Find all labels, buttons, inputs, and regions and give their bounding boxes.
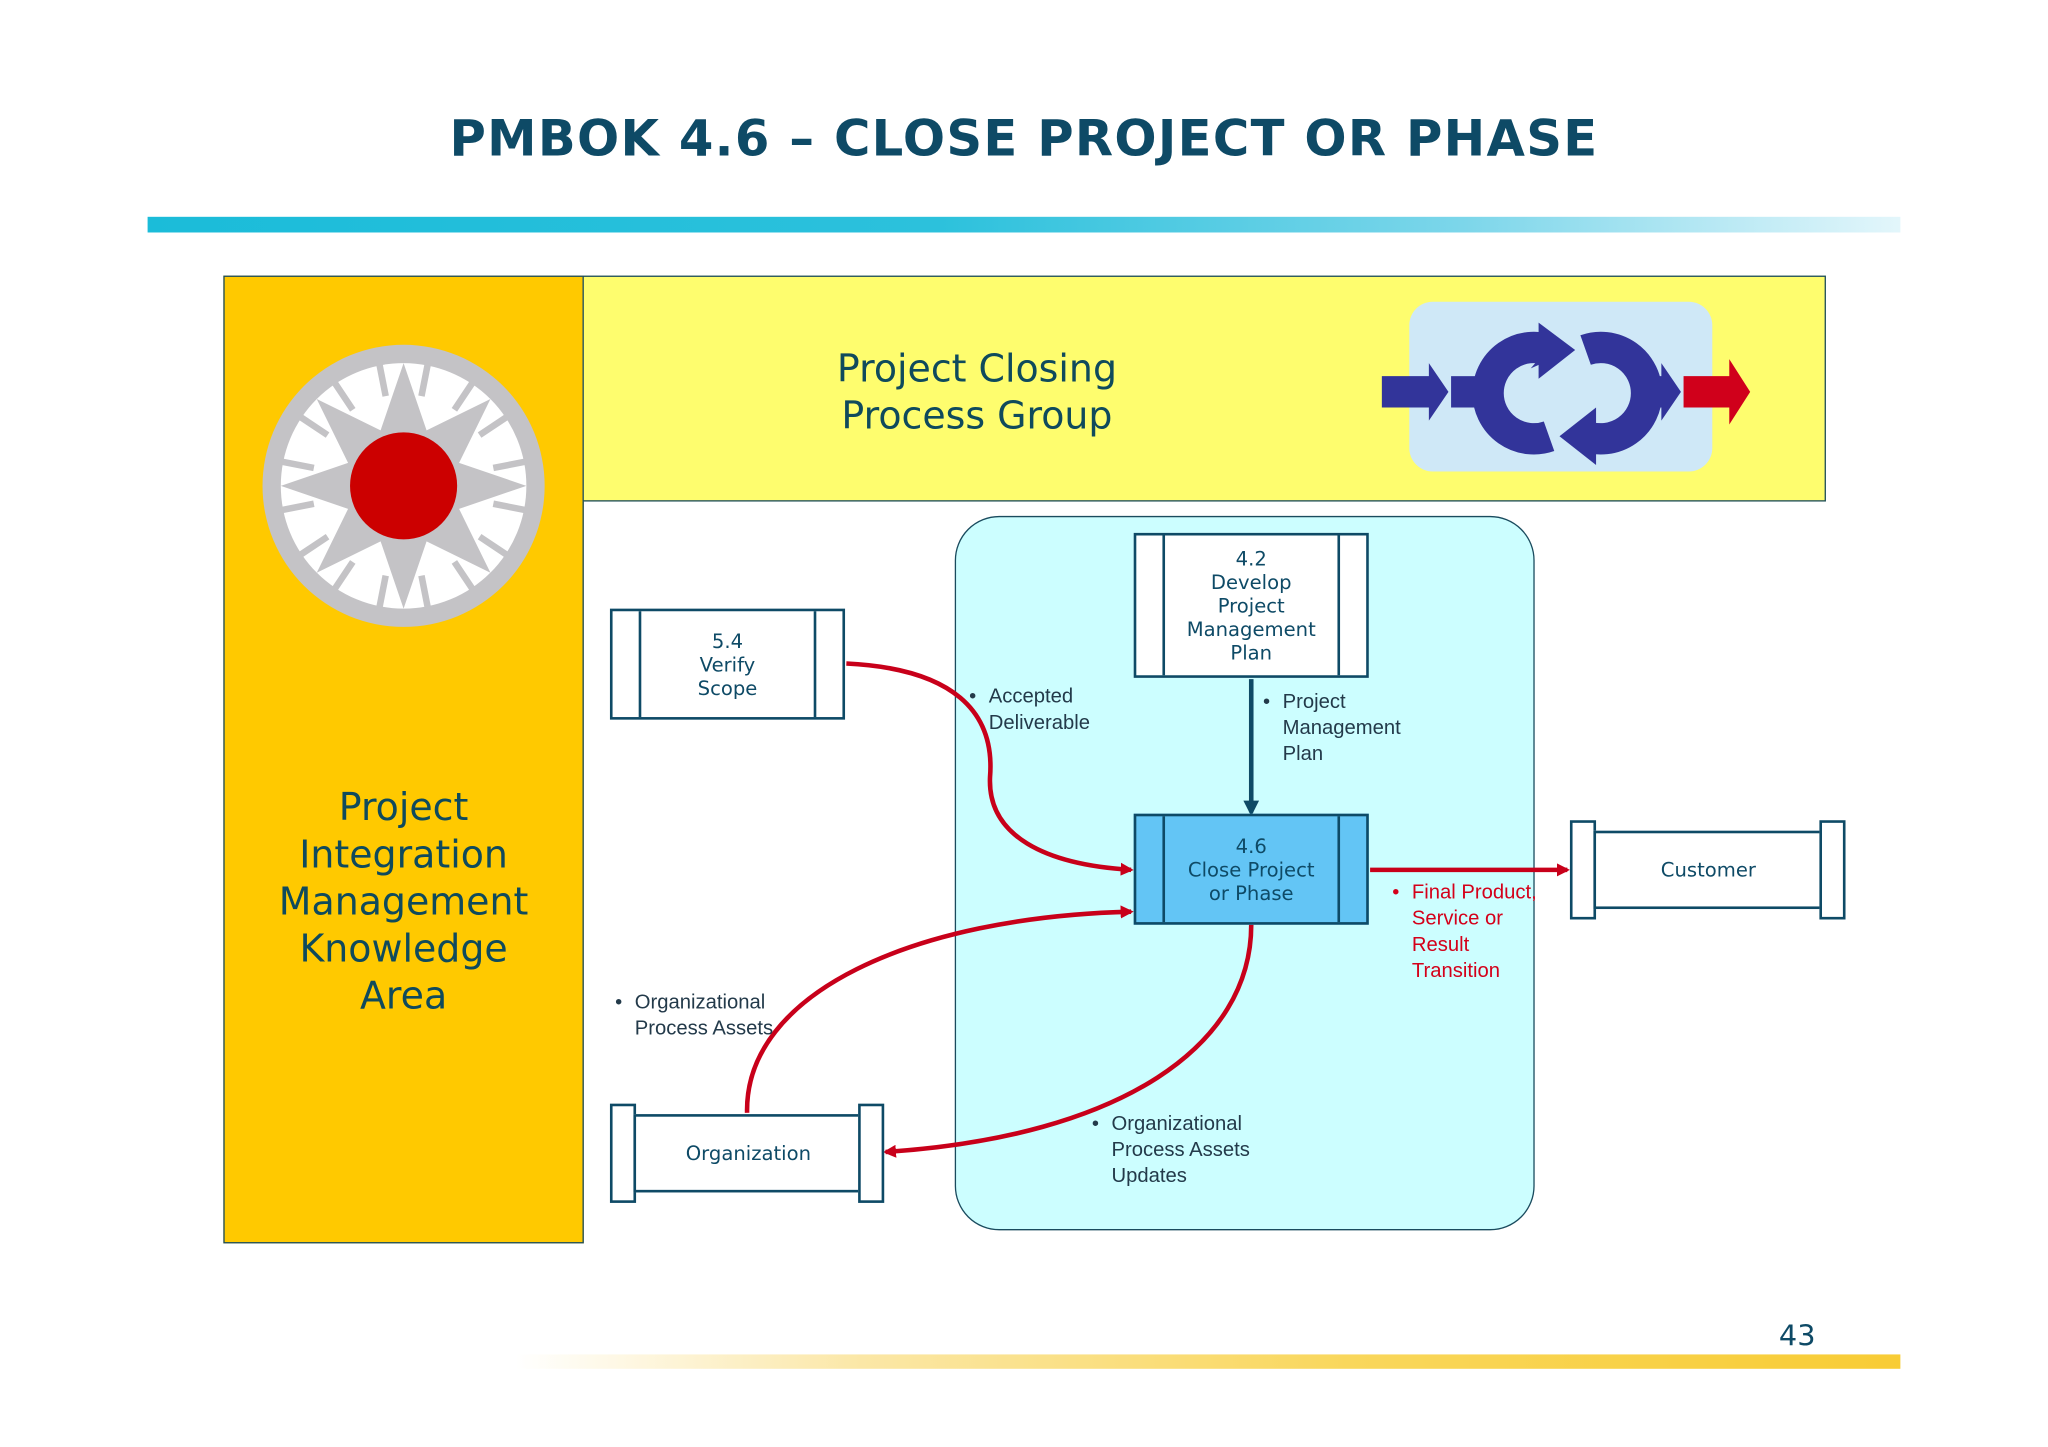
note-accepted-deliverable: •Accepted Deliverable [969,685,1091,735]
title-underline [147,216,1901,233]
organization-label: Organization [633,1114,864,1193]
process-close-project[interactable]: 4.6 Close Project or Phase [1133,813,1369,925]
knowledge-area-panel [223,275,584,1244]
footer-bar [515,1354,1901,1369]
closing-cycle-icon-background [1409,301,1713,472]
process-close-project-label: 4.6 Close Project or Phase [1187,833,1315,905]
external-customer[interactable]: Customer [1569,820,1846,920]
note-final-product: •Final Product, Service or Result Transi… [1392,881,1537,983]
note-opa-updates: •Organizational Process Assets Updates [1091,1112,1250,1188]
process-group-label: Project Closing Process Group [836,346,1118,438]
process-verify-scope-label: 5.4 Verify Scope [697,628,758,700]
process-develop-pmp[interactable]: 4.2 Develop Project Management Plan [1133,532,1369,678]
slide-title: PMBOK 4.6 – CLOSE PROJECT OR PHASE [449,109,1599,168]
knowledge-area-label: Project Integration Management Knowledge… [278,784,529,1018]
external-organization[interactable]: Organization [609,1103,885,1203]
page-number: 43 [1778,1320,1816,1354]
customer-label: Customer [1593,830,1824,910]
note-project-management-plan: •Project Management Plan [1262,690,1401,766]
process-verify-scope[interactable]: 5.4 Verify Scope [609,608,846,720]
process-develop-pmp-label: 4.2 Develop Project Management Plan [1186,546,1316,665]
note-opa-input: •Organizational Process Assets [615,991,774,1040]
